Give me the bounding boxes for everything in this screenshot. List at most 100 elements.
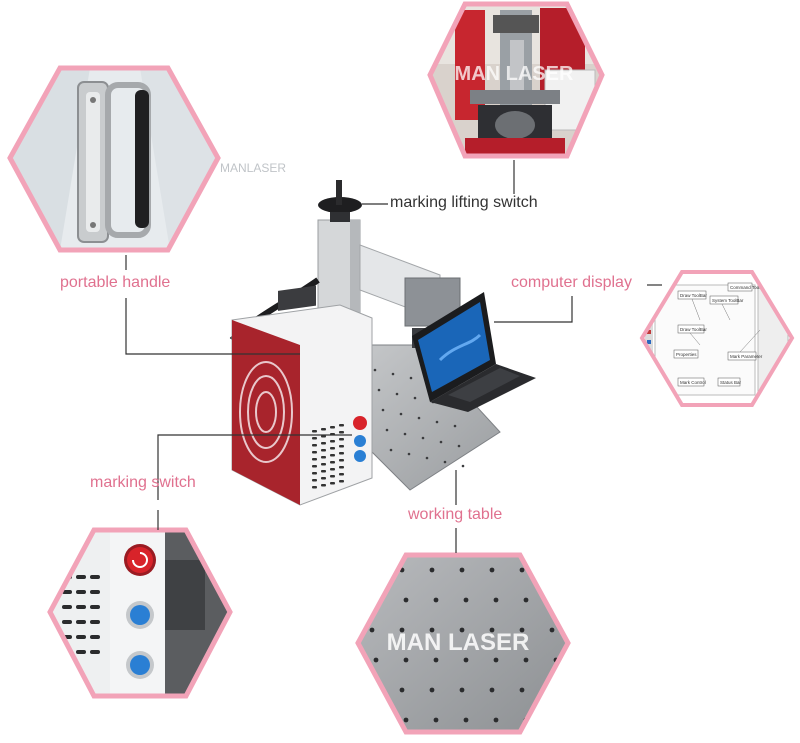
table-hole [489,627,495,633]
table-hole [403,597,409,603]
sw-label-5: Properties [676,352,697,357]
laser-marking-machine [229,180,536,506]
machine-table-hole [439,440,443,444]
label-marking-lifting-switch: marking lifting switch [390,194,538,211]
computer-display-detail-hexagon: Draw ToolBar System ToolBar Command Tool… [639,270,795,407]
watermark-table: MAN LASER [387,629,530,656]
machine-table-hole [407,452,411,456]
machine-table-hole [457,444,461,448]
table-hole [489,567,495,573]
vent-slot [312,437,317,440]
table-hole [463,657,469,663]
table-hole [429,567,435,573]
table-hole [373,657,379,663]
vent-slot [330,426,335,429]
vent-slot [312,451,317,454]
machine-table-hole [385,428,389,432]
marking-switch-detail-hexagon [47,527,233,699]
table-hole [399,687,405,693]
sw-label-3: Command ToolBar [730,285,768,290]
vent-slot [339,459,344,462]
vent-slot [312,458,317,461]
working-table-detail-hexagon: MAN LASER [355,552,571,735]
table-hole [549,687,555,693]
table-hole [519,627,525,633]
label-marking-switch: marking switch [90,474,196,491]
vent-slot [321,456,326,459]
leader-portable-handle [125,298,300,355]
machine-table-hole [413,396,417,400]
vent-slot [339,424,344,427]
table-hole [373,597,379,603]
table-hole [373,717,379,723]
machine-table-hole [381,408,385,412]
sw-label-6: Mark Parameter [730,354,763,359]
vent-slot [312,430,317,433]
vent-slot [339,473,344,476]
table-hole [403,717,409,723]
vent-slot [339,445,344,448]
machine-table-hole [373,368,377,372]
sw-label-7: Mark Control [680,380,706,385]
vent-slot [330,461,335,464]
table-hole [369,567,375,573]
leader-computer-display [494,296,573,323]
table-hole [369,627,375,633]
machine-table-hole [453,424,457,428]
vent-slot [312,465,317,468]
vent-slot [330,482,335,485]
vent-slot [330,468,335,471]
table-hole [403,657,409,663]
vent-slot [321,477,326,480]
table-hole [459,567,465,573]
vent-slot [339,480,344,483]
table-hole [429,687,435,693]
table-hole [549,567,555,573]
table-hole [519,567,525,573]
machine-table-hole [425,456,429,460]
sw-label-8: Status Bar [720,380,742,385]
vent-slot [312,486,317,489]
vent-slot [321,449,326,452]
table-hole [523,657,529,663]
machine-table-hole [435,420,439,424]
vent-slot [321,435,326,438]
table-hole [433,597,439,603]
sw-label-1: Draw ToolBar [680,293,707,298]
vent-slot [339,431,344,434]
table-hole [459,627,465,633]
vent-slot [312,444,317,447]
table-hole [433,657,439,663]
table-hole [433,717,439,723]
machine-table-hole [403,432,407,436]
leader-marking-switch [157,434,352,500]
table-hole [519,687,525,693]
machine-table-hole [409,376,413,380]
table-hole [463,717,469,723]
sw-label-4: Draw ToolBar [680,327,707,332]
machine-table-hole [377,388,381,392]
sw-label-2: System ToolBar [712,298,744,303]
vent-slot [321,470,326,473]
table-hole [399,627,405,633]
laser-source-side [232,320,300,505]
label-portable-handle: portable handle [60,274,171,291]
leader-lines [125,160,662,553]
vent-slot [339,438,344,441]
vent-slot [321,442,326,445]
machine-table-hole [461,464,465,468]
lifting-switch-detail-hexagon: MAN LASER [427,1,605,159]
vent-slot [330,440,335,443]
vent-slot [330,475,335,478]
vent-slot [321,484,326,487]
portable-handle-detail-hexagon: MANLASER [7,65,286,253]
table-hole [553,717,559,723]
laptop-screen [418,302,490,392]
label-working-table: working table [408,506,503,523]
table-hole [493,597,499,603]
table-hole [523,597,529,603]
label-computer-display: computer display [511,274,632,291]
table-hole [459,687,465,693]
